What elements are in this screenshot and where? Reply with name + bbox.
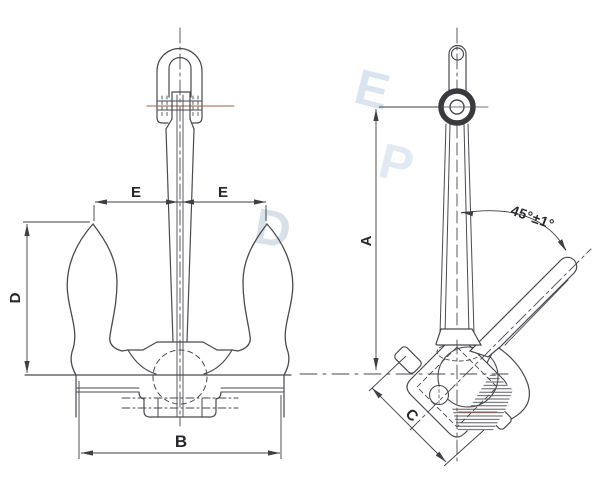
shank-side [439,123,475,335]
front-view [24,27,294,427]
shank-foot [435,328,483,346]
shank-front [165,94,195,418]
label-fluke-angle: 45°±1° [509,202,557,233]
dim-e [93,201,267,221]
crown-side [299,248,592,463]
fluke-axis-centerline [409,248,592,431]
label-dim-d: D [7,292,24,303]
watermark-letter: P [373,132,419,194]
label-dim-e-right: E [218,184,228,201]
angle-leader-arc [460,210,567,251]
watermark-letter: D [250,198,295,259]
label-dim-e-left: E [131,184,141,201]
dim-b [78,381,282,459]
fluke-blade [468,256,578,358]
dimensions [23,106,567,467]
base-plate-front [24,374,292,418]
crown-front [127,341,233,405]
label-dim-b: B [175,432,187,451]
watermark-letter: E [349,58,395,120]
dim-c [368,355,485,467]
dimension-arrows [24,109,566,462]
dim-a [375,106,441,370]
crown-ball-side [437,346,499,408]
dim-d [23,221,90,373]
watermark: E P D [250,58,419,259]
crown-ball-hidden [152,349,208,405]
label-dim-a: A [358,235,375,246]
fluke-pin-centerlines [121,397,239,409]
flukes-front [66,223,294,376]
side-view [299,27,592,463]
shackle-front [146,47,235,130]
label-dim-c: C [402,406,422,426]
pin-boss-upper [394,346,422,374]
